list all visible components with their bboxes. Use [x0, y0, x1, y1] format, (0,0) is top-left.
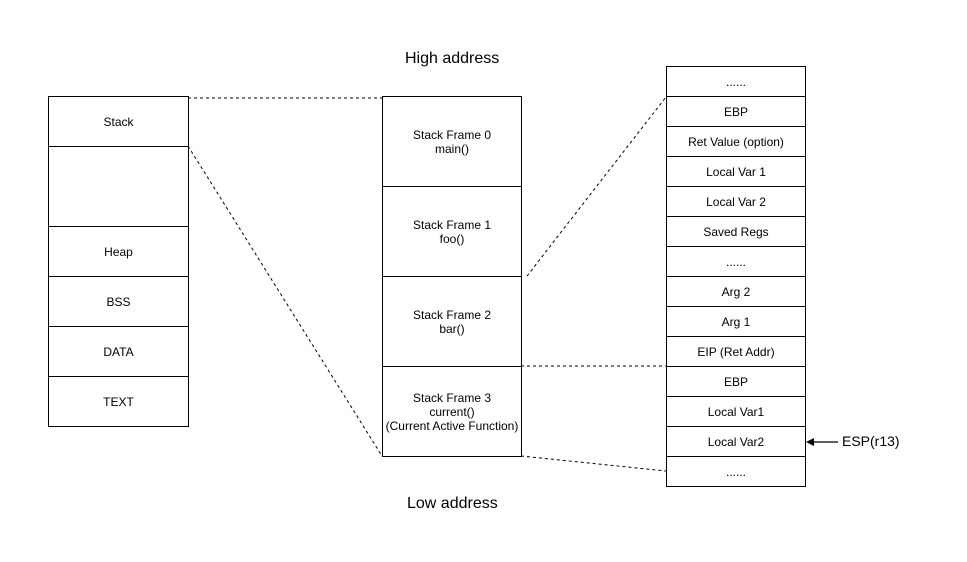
high-address-label: High address [405, 50, 500, 67]
zoom-line-frame-bottom [520, 455, 667, 472]
segment-data: DATA [49, 327, 188, 377]
frame-cell-local-var2: Local Var2 [667, 427, 805, 457]
frame-cell-ellipsis-top: ...... [667, 67, 805, 97]
segment-free-space [49, 147, 188, 227]
frame-cell-ret-value: Ret Value (option) [667, 127, 805, 157]
stack-frame-0-function: main() [434, 141, 469, 156]
frame-cell-local-var-1: Local Var 1 [667, 157, 805, 187]
esp-pointer-label: ESP(r13) [842, 433, 900, 449]
zoom-line-frame-top [526, 96, 667, 277]
frame-cell-arg-2: Arg 2 [667, 277, 805, 307]
stack-frame-2-name: Stack Frame 2 [412, 307, 492, 322]
segment-text: TEXT [103, 394, 134, 409]
frame-cell-saved-regs: Saved Regs [667, 217, 805, 247]
low-address-label: Low address [407, 495, 498, 512]
esp-pointer-arrow [806, 438, 838, 446]
stack-frame-3-note: (Current Active Function) [385, 418, 519, 433]
memory-layout-column: Stack Heap BSS DATA TEXT [48, 96, 189, 427]
frame-detail-column: ...... EBP Ret Value (option) Local Var … [666, 66, 806, 487]
frame-cell-ebp-upper: EBP [667, 97, 805, 127]
segment-bss: BSS [49, 277, 188, 327]
frame-cell-ellipsis-mid: ...... [667, 247, 805, 277]
frame-cell-arg-1: Arg 1 [667, 307, 805, 337]
frame-cell-eip: EIP (Ret Addr) [667, 337, 805, 367]
frame-cell-ellipsis-bottom: ...... [725, 464, 746, 479]
frame-cell-ebp-lower: EBP [667, 367, 805, 397]
zoom-line-stack-bottom [187, 145, 383, 457]
stack-frame-3-function: current() [429, 404, 475, 419]
stack-frame-1-name: Stack Frame 1 [412, 217, 492, 232]
stack-frame-3-name: Stack Frame 3 [412, 390, 492, 405]
segment-heap: Heap [49, 227, 188, 277]
frame-cell-local-var1: Local Var1 [667, 397, 805, 427]
frame-cell-local-var-2: Local Var 2 [667, 187, 805, 217]
stack-frame-1-function: foo() [439, 231, 465, 246]
stack-frame-0-name: Stack Frame 0 [412, 127, 492, 142]
segment-stack: Stack [49, 97, 188, 147]
stack-frame-2-function: bar() [439, 321, 465, 336]
